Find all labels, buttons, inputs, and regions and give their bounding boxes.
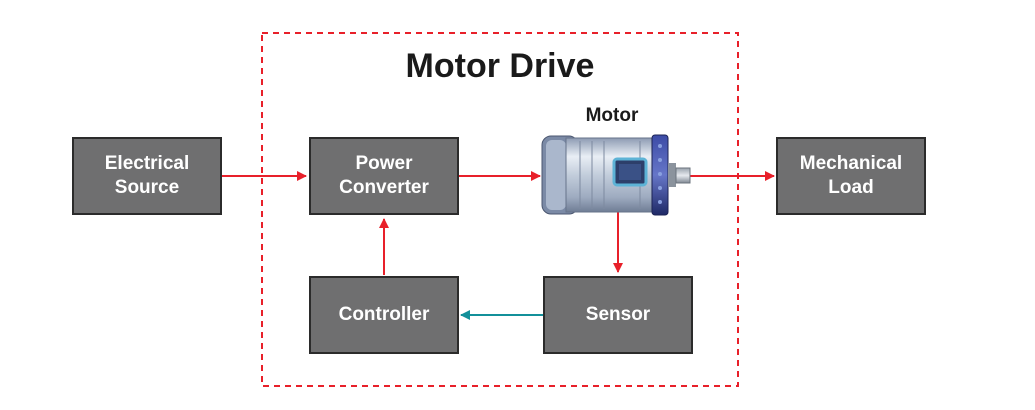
electrical-source-block: Electrical Source: [72, 137, 222, 215]
sensor-block: Sensor: [543, 276, 693, 354]
controller-label: Controller: [338, 304, 430, 325]
power-converter-label-line1: Power: [355, 153, 413, 174]
mechanical-load-label-line1: Mechanical: [799, 153, 903, 174]
mechanical-load-label-line2: Load: [828, 177, 874, 198]
mechanical-load-block: Mechanical Load: [776, 137, 926, 215]
electrical-source-label-line1: Electrical: [104, 153, 190, 174]
power-converter-label-line2: Converter: [339, 177, 429, 198]
motor-drive-boundary: [261, 32, 739, 387]
motor-label: Motor: [585, 105, 639, 126]
controller-block: Controller: [309, 276, 459, 354]
motor-icon: [541, 134, 691, 216]
sensor-label: Sensor: [585, 304, 651, 325]
power-converter-block: Power Converter: [309, 137, 459, 215]
electrical-source-label-line2: Source: [114, 177, 180, 198]
diagram-title: Motor Drive: [405, 47, 595, 85]
